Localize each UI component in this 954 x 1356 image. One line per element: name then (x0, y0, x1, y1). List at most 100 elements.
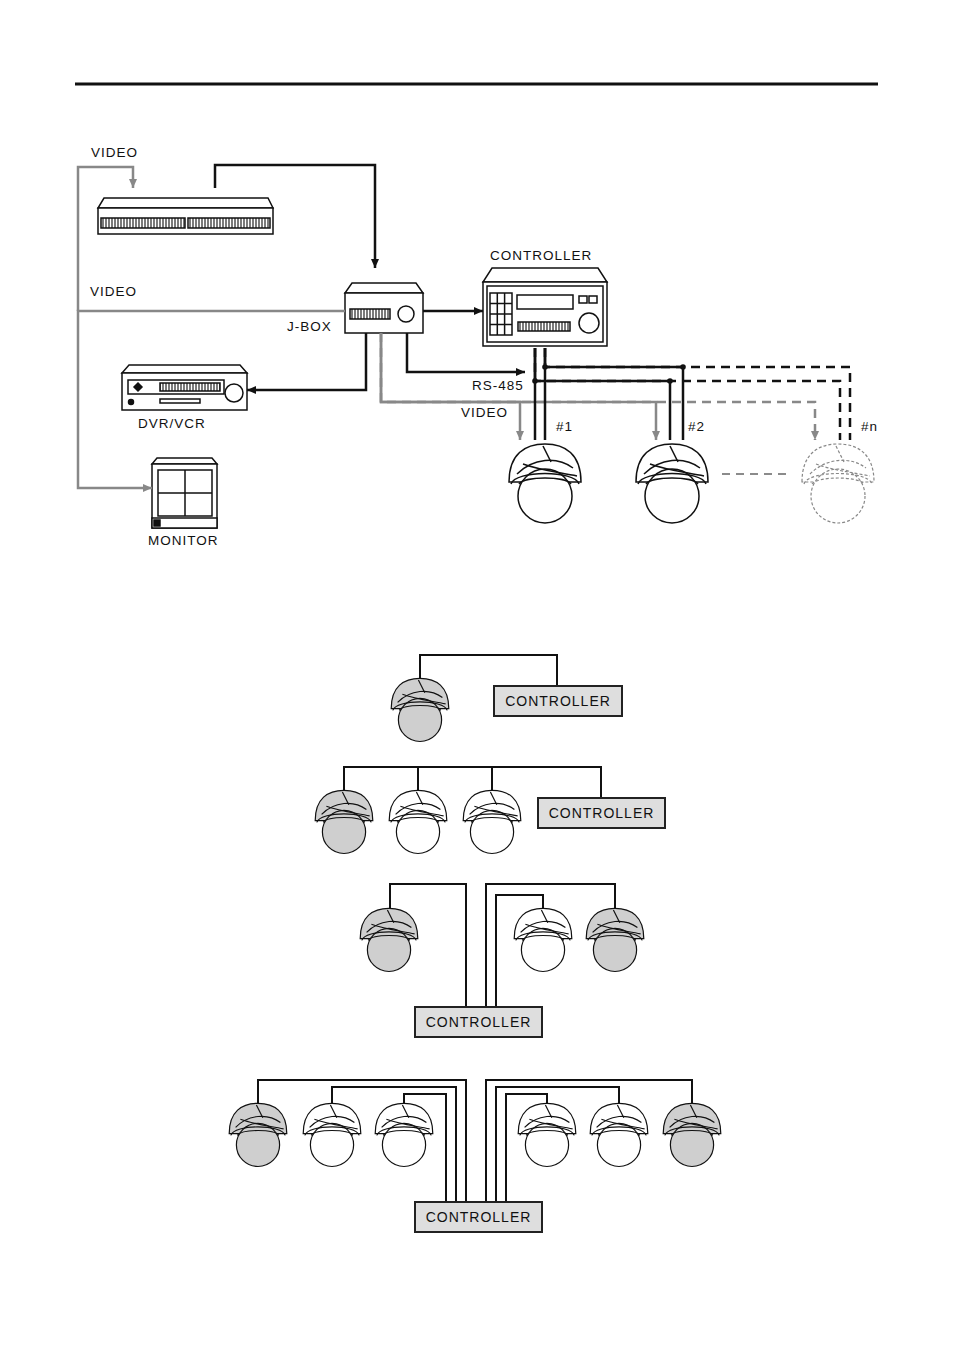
video-connector (78, 311, 345, 488)
rack-device (98, 198, 273, 208)
rs485-wire (420, 655, 557, 685)
signal-label: RS-485 (471, 378, 525, 393)
master-camera (663, 1103, 721, 1166)
rs485-wire (258, 1080, 466, 1201)
master-camera (229, 678, 721, 1166)
node-label: MONITOR (148, 533, 219, 548)
controller-box: CONTROLLER (493, 685, 623, 717)
edge-label: VIDEO (460, 405, 509, 420)
controller-device (483, 282, 607, 346)
monitor-device (158, 470, 212, 516)
dvr-device (129, 400, 134, 405)
controller-device (483, 268, 607, 282)
node-label: J-BOX (287, 319, 332, 334)
control-connector (423, 311, 483, 312)
rack-device (101, 218, 185, 228)
controller-device (490, 293, 512, 335)
rack-device (98, 198, 273, 234)
monitor-device (152, 518, 217, 528)
connector-line (247, 333, 366, 390)
monitor-device (152, 458, 217, 464)
dome-camera (636, 444, 708, 523)
controller-box: CONTROLLER (537, 797, 666, 829)
junction-box (345, 283, 423, 333)
connector-line (545, 348, 683, 440)
master-camera (360, 908, 418, 971)
dvr-device (160, 399, 200, 403)
dvr-device (134, 383, 142, 391)
slave-camera (514, 908, 572, 971)
node-label: CONTROLLER (490, 248, 592, 263)
node-label: CONTROLLER (549, 805, 655, 821)
controller-device (517, 295, 573, 309)
connector-line (381, 333, 656, 440)
controller-device (579, 296, 587, 303)
dvr-device (128, 380, 224, 394)
dvr-device (122, 365, 247, 410)
junction-box (398, 306, 414, 322)
control-wire (215, 165, 375, 268)
connector-line (381, 333, 815, 440)
master-camera (229, 1103, 287, 1166)
rule-line (75, 83, 878, 86)
slave-camera (303, 1103, 361, 1166)
dome-camera (509, 444, 708, 523)
master-camera (315, 790, 373, 853)
monitor-device (152, 458, 217, 528)
node-label: CONTROLLER (426, 1014, 532, 1030)
controller-node: CONTROLLER (483, 268, 607, 348)
dome-camera-faded (802, 444, 874, 523)
slave-camera (518, 1103, 576, 1166)
control-connector (535, 348, 545, 440)
rs485-wire (344, 767, 601, 797)
node-label: DVR/VCR (138, 416, 206, 431)
junction-box (350, 309, 390, 319)
camera-node: #2 (632, 440, 712, 526)
slave-camera (463, 790, 521, 853)
dvr-node: DVR/VCR (122, 365, 247, 410)
slave-camera (303, 790, 648, 1166)
slave-camera (590, 1103, 648, 1166)
control-connector (247, 333, 366, 390)
controller-box: CONTROLLER (414, 1006, 543, 1038)
camera-link (722, 473, 790, 475)
node-label: CONTROLLER (426, 1209, 532, 1225)
controller-box: CONTROLLER (414, 1201, 543, 1233)
monitor-device (158, 470, 212, 516)
dome-camera-faded (802, 444, 874, 523)
rs485-wire (258, 655, 692, 1201)
dome-camera (509, 444, 581, 523)
dvr-device (160, 383, 220, 391)
monitor-device (154, 520, 160, 526)
rack-device (188, 218, 270, 228)
node-label: CONTROLLER (505, 693, 611, 709)
connector-line (423, 310, 483, 313)
monitor-device (152, 464, 217, 528)
dvr-device (225, 384, 243, 402)
connector-line (545, 348, 850, 440)
signal-label: VIDEO (90, 145, 139, 160)
controller-device (483, 268, 607, 346)
monitor-node: MONITOR (152, 458, 217, 528)
node-label: #n (861, 419, 878, 434)
controller-device (518, 322, 570, 331)
connector-line (78, 311, 345, 488)
node-label: #2 (688, 419, 705, 434)
control-connector (535, 348, 850, 440)
rs485-wire (486, 1080, 692, 1201)
connector-line (535, 348, 670, 440)
camera-node: #n (798, 440, 878, 526)
controller-device (589, 296, 597, 303)
master-camera (391, 678, 449, 741)
junction-box (345, 293, 423, 333)
slave-camera (389, 790, 447, 853)
rack-device (98, 208, 273, 234)
control-connector (535, 348, 683, 440)
control-wire (215, 165, 525, 372)
connector-line (535, 348, 840, 440)
slave-camera (375, 1103, 433, 1166)
controller-device (487, 286, 603, 342)
junction-box-node: J-BOX (345, 283, 423, 333)
dvr-device (122, 373, 247, 410)
